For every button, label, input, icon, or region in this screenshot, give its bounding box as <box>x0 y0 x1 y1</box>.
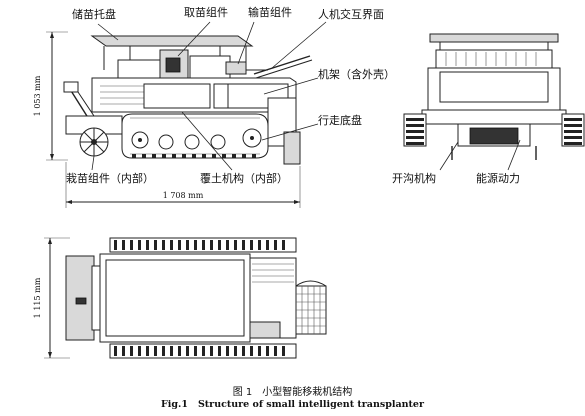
label-frame: 机架（含外壳） <box>318 67 395 81</box>
length-dimension-label: 1 708 mm <box>163 191 204 200</box>
figure-caption-chinese: 图 1 小型智能移栽机结构 <box>0 383 585 398</box>
planting-wheel <box>65 115 123 157</box>
front-view: 开沟机构 能源动力 <box>392 33 585 185</box>
front-left-track <box>403 113 427 147</box>
side-view-leaders <box>91 21 327 171</box>
caption-en-number: Fig.1 <box>161 399 188 410</box>
length-dimension: 1 708 mm <box>65 162 301 208</box>
width-dimension-label: 1 115 mm <box>33 277 42 318</box>
label-chassis: 行走底盘 <box>318 113 362 127</box>
caption-cn-number: 图 1 <box>232 387 253 398</box>
label-planting: 栽苗组件（内部） <box>66 171 154 185</box>
label-seedling-tray: 储苗托盘 <box>72 7 116 21</box>
label-furrow-opening: 开沟机构 <box>392 171 436 185</box>
seedling-tray-shape <box>90 35 254 47</box>
height-dimension-label: 1 053 mm <box>33 75 42 116</box>
front-right-track <box>561 113 585 147</box>
front-tray-shape <box>429 33 559 43</box>
crawler-chassis <box>121 113 269 159</box>
top-view: 1 115 mm <box>33 237 327 359</box>
top-view-front-grid <box>295 280 327 335</box>
width-dimension: 1 115 mm <box>33 237 70 359</box>
conveying-unit-shape <box>225 61 247 75</box>
label-hmi: 人机交互界面 <box>318 7 384 21</box>
side-view: 1 053 mm 1 708 mm <box>33 5 395 208</box>
height-dimension: 1 053 mm <box>33 31 68 161</box>
label-power: 能源动力 <box>476 171 520 185</box>
label-soil-covering: 覆土机构（内部） <box>200 171 288 185</box>
figure-caption-english: Fig.1 Structure of small intelligent tran… <box>0 399 585 410</box>
label-seedling-picking: 取苗组件 <box>184 5 228 19</box>
label-seedling-conveying: 输苗组件 <box>248 5 292 19</box>
caption-en-title: Structure of small intelligent transplan… <box>197 399 424 410</box>
caption-cn-title: 小型智能移栽机结构 <box>262 387 353 398</box>
